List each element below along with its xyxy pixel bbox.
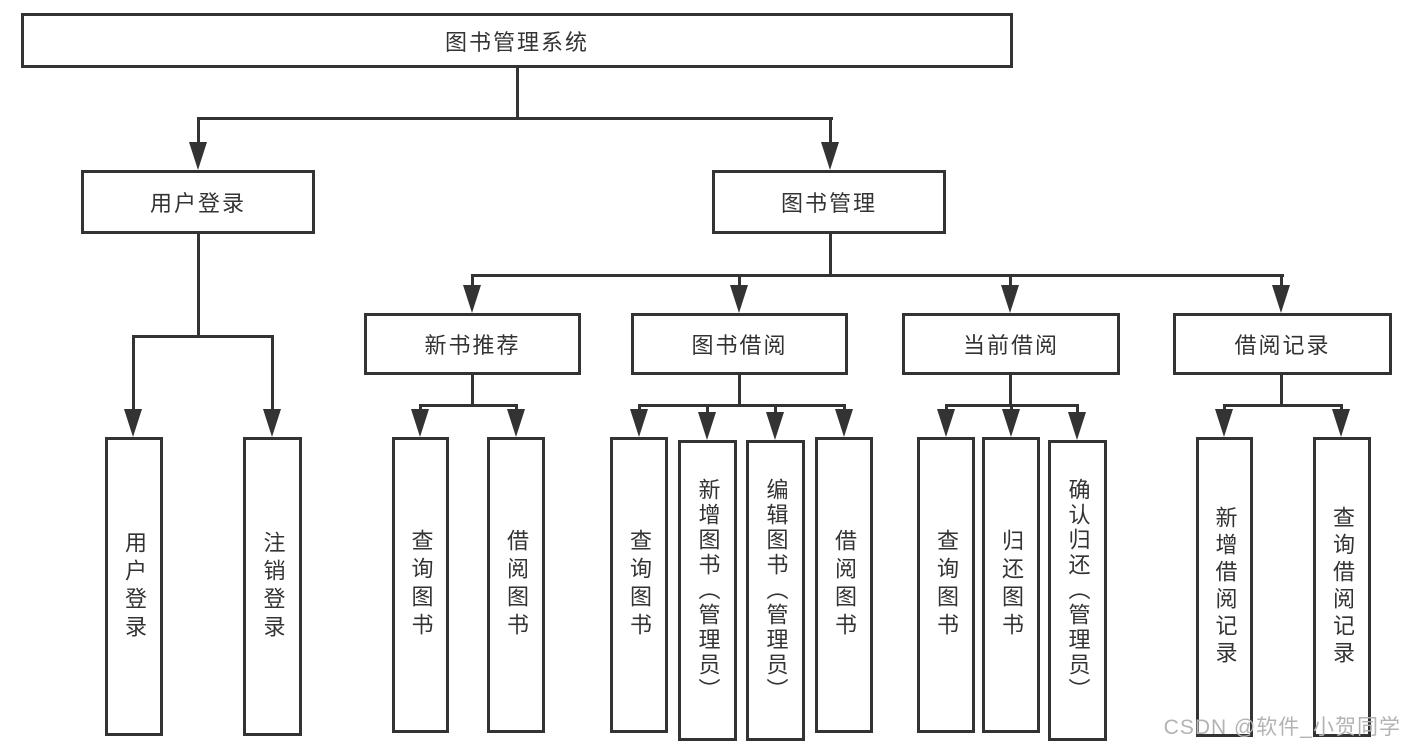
arrowhead-down-icon [411, 409, 429, 437]
arrowhead-down-icon [1215, 409, 1233, 437]
arrowhead-down-icon [1068, 412, 1086, 440]
connector-line [1009, 274, 1012, 287]
connector-line [419, 404, 422, 412]
arrowhead-down-icon [821, 142, 839, 170]
node-bb-edit-book-admin: 编辑图书（管理员） [746, 440, 805, 741]
connector-line [471, 274, 474, 287]
connector-line [638, 404, 641, 412]
node-nb-query-book: 查询图书 [392, 437, 449, 733]
connector-line [1010, 404, 1013, 412]
connector-line [1280, 274, 1283, 287]
connector-line [1223, 404, 1343, 407]
arrowhead-down-icon [1002, 409, 1020, 437]
connector-line [1223, 404, 1226, 412]
node-nb-query-book-label: 查询图书 [408, 529, 434, 641]
node-br-query-record: 查询借阅记录 [1313, 437, 1371, 737]
connector-line [1009, 375, 1012, 406]
node-user-login: 用户登录 [81, 170, 315, 234]
node-cb-return-book-label: 归还图书 [999, 529, 1024, 641]
connector-line [638, 404, 846, 407]
connector-line [738, 375, 741, 406]
arrowhead-down-icon [1272, 285, 1290, 313]
arrowhead-down-icon [189, 142, 207, 170]
node-bb-borrow-book-label: 借阅图书 [832, 529, 857, 641]
node-nb-borrow-book: 借阅图书 [487, 437, 545, 733]
node-bb-edit-book-admin-label: 编辑图书（管理员） [763, 478, 789, 703]
connector-line [197, 117, 200, 145]
watermark: CSDN @软件_小贺同学 [1163, 716, 1401, 739]
node-user-login-label: 用户登录 [149, 191, 246, 216]
node-br-add-record: 新增借阅记录 [1196, 437, 1253, 737]
node-cb-confirm-return-admin: 确认归还（管理员） [1048, 440, 1107, 741]
node-cb-confirm-return-admin-label: 确认归还（管理员） [1065, 478, 1091, 703]
connector-line [945, 404, 948, 412]
connector-line [1076, 404, 1079, 414]
connector-line [471, 375, 474, 406]
connector-line [829, 233, 832, 276]
node-borrow-record: 借阅记录 [1173, 313, 1392, 375]
connector-line [197, 234, 200, 337]
arrowhead-down-icon [463, 285, 481, 313]
node-cb-return-book: 归还图书 [982, 437, 1040, 733]
connector-line [516, 68, 519, 118]
node-bb-query-book: 查询图书 [610, 437, 668, 733]
connector-line [132, 335, 135, 411]
node-root-label: 图书管理系统 [444, 29, 589, 55]
connector-line [1280, 375, 1283, 406]
arrowhead-down-icon [124, 409, 142, 437]
arrowhead-down-icon [1332, 409, 1350, 437]
arrowhead-down-icon [1001, 285, 1019, 313]
connector-line [271, 335, 274, 411]
node-login: 用户登录 [105, 437, 163, 736]
node-nb-borrow-book-label: 借阅图书 [504, 529, 529, 641]
connector-line [738, 274, 741, 287]
node-bb-borrow-book: 借阅图书 [815, 437, 873, 733]
node-book-mgmt-label: 图书管理 [780, 191, 877, 216]
connector-line [1340, 404, 1343, 412]
node-bb-query-book-label: 查询图书 [627, 529, 652, 641]
arrowhead-down-icon [630, 409, 648, 437]
node-logout: 注销登录 [243, 437, 302, 736]
arrowhead-down-icon [507, 409, 525, 437]
connector-line [706, 404, 709, 414]
node-br-query-record-label: 查询借阅记录 [1330, 506, 1355, 668]
node-book-mgmt: 图书管理 [712, 170, 946, 234]
arrowhead-down-icon [937, 409, 955, 437]
node-cb-query-book: 查询图书 [917, 437, 975, 733]
node-book-borrow-label: 图书借阅 [691, 333, 788, 358]
arrowhead-down-icon [766, 412, 784, 440]
node-new-book-rec-label: 新书推荐 [424, 333, 521, 358]
connector-line [829, 117, 832, 145]
node-logout-label: 注销登录 [260, 530, 286, 643]
connector-line [471, 274, 1284, 277]
connector-line [197, 117, 833, 120]
node-book-borrow: 图书借阅 [631, 313, 848, 375]
node-borrow-record-label: 借阅记录 [1234, 333, 1331, 358]
node-new-book-rec: 新书推荐 [364, 313, 581, 375]
arrowhead-down-icon [263, 409, 281, 437]
node-root: 图书管理系统 [21, 13, 1013, 68]
node-current-borrow-label: 当前借阅 [962, 333, 1059, 358]
node-cb-query-book-label: 查询图书 [934, 529, 959, 641]
connector-line [774, 404, 777, 414]
node-bb-add-book-admin: 新增图书（管理员） [678, 440, 737, 741]
node-login-label: 用户登录 [122, 530, 147, 643]
connector-line [843, 404, 846, 412]
connector-line [419, 404, 518, 407]
connector-line [515, 404, 518, 412]
node-br-add-record-label: 新增借阅记录 [1212, 506, 1238, 668]
node-bb-add-book-admin-label: 新增图书（管理员） [695, 478, 721, 703]
node-current-borrow: 当前借阅 [902, 313, 1120, 375]
connector-line [132, 335, 274, 338]
arrowhead-down-icon [835, 409, 853, 437]
arrowhead-down-icon [698, 412, 716, 440]
arrowhead-down-icon [730, 285, 748, 313]
